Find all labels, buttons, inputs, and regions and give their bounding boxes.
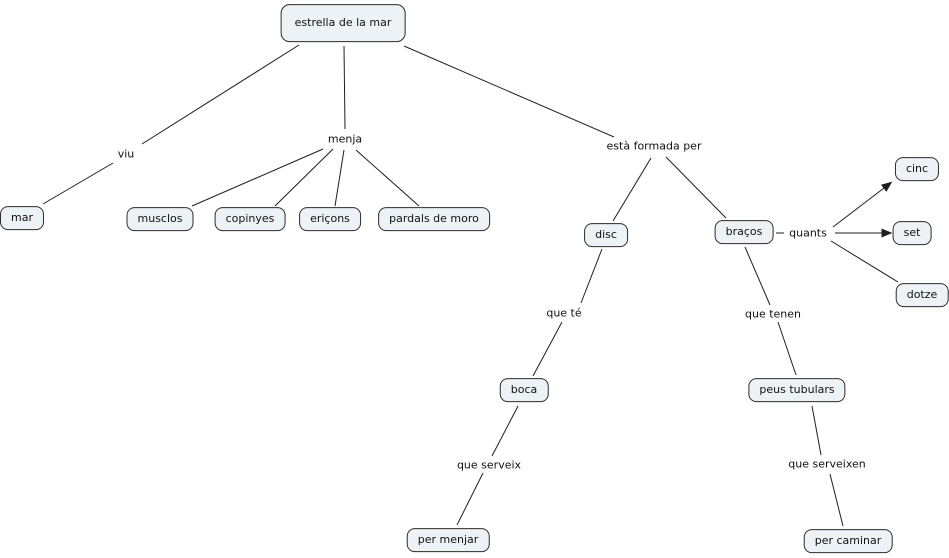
node-estrella-de-la-mar[interactable]: estrella de la mar [280,4,406,42]
link-label-esta-formada-per[interactable]: està formada per [604,139,704,153]
edge-menja-musclos [191,148,324,207]
node-musclos[interactable]: musclos [126,207,194,231]
edge-quants-dotze [830,240,899,283]
node-per-caminar[interactable]: per caminar [803,529,893,553]
node-bracos[interactable]: braços [714,220,774,244]
link-label-menja[interactable]: menja [325,132,365,146]
edge-estaformada-bracos [665,156,727,219]
edge-estrella-estaformada [403,45,615,138]
link-label-que-serveix[interactable]: que serveix [454,458,524,472]
node-ericons[interactable]: eriçons [299,207,361,231]
edge-quetenen-peus [777,321,797,376]
edge-boca-queserveix [491,405,519,457]
edge-menja-pardals [355,149,420,207]
edge-viu-mar [42,162,114,205]
edge-quants-cinc [832,181,893,228]
link-label-que-serveixen[interactable]: que serveixen [786,457,868,471]
node-mar[interactable]: mar [0,206,44,230]
edge-menja-ericons [334,149,345,207]
edge-peus-queserveixen [811,405,822,456]
node-cinc[interactable]: cinc [894,157,940,181]
link-label-viu[interactable]: viu [115,147,137,161]
link-label-que-tenen[interactable]: que tenen [742,307,804,321]
link-label-quants[interactable]: quants [787,226,829,240]
node-pardals-de-moro[interactable]: pardals de moro [378,207,490,231]
edge-estrella-menja [343,45,346,130]
edge-estaformada-disc [612,157,652,222]
link-label-que-te[interactable]: que té [544,306,584,320]
node-peus-tubulars[interactable]: peus tubulars [748,378,846,402]
edge-queserveix-permenjar [456,472,484,526]
node-disc[interactable]: disc [584,223,628,247]
edge-quete-boca [532,321,563,377]
edge-menja-copinyes [274,148,334,207]
node-boca[interactable]: boca [499,378,549,402]
edge-estrella-viu [141,44,300,145]
node-per-menjar[interactable]: per menjar [406,528,490,552]
edge-disc-quete [580,248,603,304]
edge-queserveixen-percaminar [829,473,844,527]
node-copinyes[interactable]: copinyes [214,207,286,231]
edge-bracos-quetenen [744,246,771,306]
node-dotze[interactable]: dotze [895,283,949,307]
node-set[interactable]: set [892,221,932,245]
